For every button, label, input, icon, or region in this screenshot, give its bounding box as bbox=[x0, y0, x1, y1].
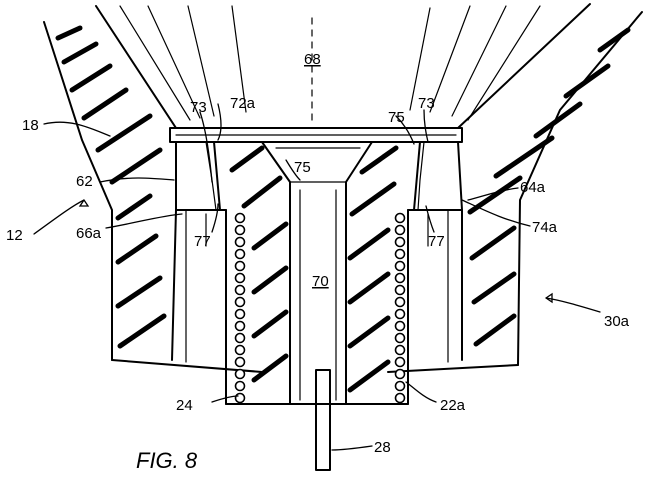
label-75-mid: 75 bbox=[294, 159, 311, 176]
label-12: 12 bbox=[6, 227, 23, 244]
coil-22a bbox=[396, 214, 405, 403]
label-77-right: 77 bbox=[428, 233, 445, 250]
label-30a: 30a bbox=[604, 313, 630, 330]
label-77-left: 77 bbox=[194, 233, 211, 250]
reference-labels: 68 72a 73 73 75 75 18 62 64a 12 66a 77 7… bbox=[6, 51, 630, 456]
label-75-top: 75 bbox=[388, 109, 405, 126]
label-22a: 22a bbox=[440, 397, 466, 414]
label-66a: 66a bbox=[76, 225, 102, 242]
label-68: 68 bbox=[304, 51, 321, 68]
label-72a: 72a bbox=[230, 95, 256, 112]
label-24: 24 bbox=[176, 397, 193, 414]
label-70: 70 bbox=[312, 273, 329, 290]
probe-28 bbox=[316, 370, 330, 470]
label-73-left: 73 bbox=[190, 99, 207, 116]
label-18: 18 bbox=[22, 117, 39, 134]
bores bbox=[172, 142, 462, 362]
coil-24 bbox=[236, 214, 245, 403]
housing-outline bbox=[44, 12, 642, 372]
label-74a: 74a bbox=[532, 219, 558, 236]
figure-caption: FIG. 8 bbox=[136, 448, 198, 473]
label-28: 28 bbox=[374, 439, 391, 456]
label-62: 62 bbox=[76, 173, 93, 190]
label-73-right: 73 bbox=[418, 95, 435, 112]
label-64a: 64a bbox=[520, 179, 546, 196]
funnel-68 bbox=[96, 4, 590, 142]
body-hatching-right bbox=[470, 30, 628, 344]
